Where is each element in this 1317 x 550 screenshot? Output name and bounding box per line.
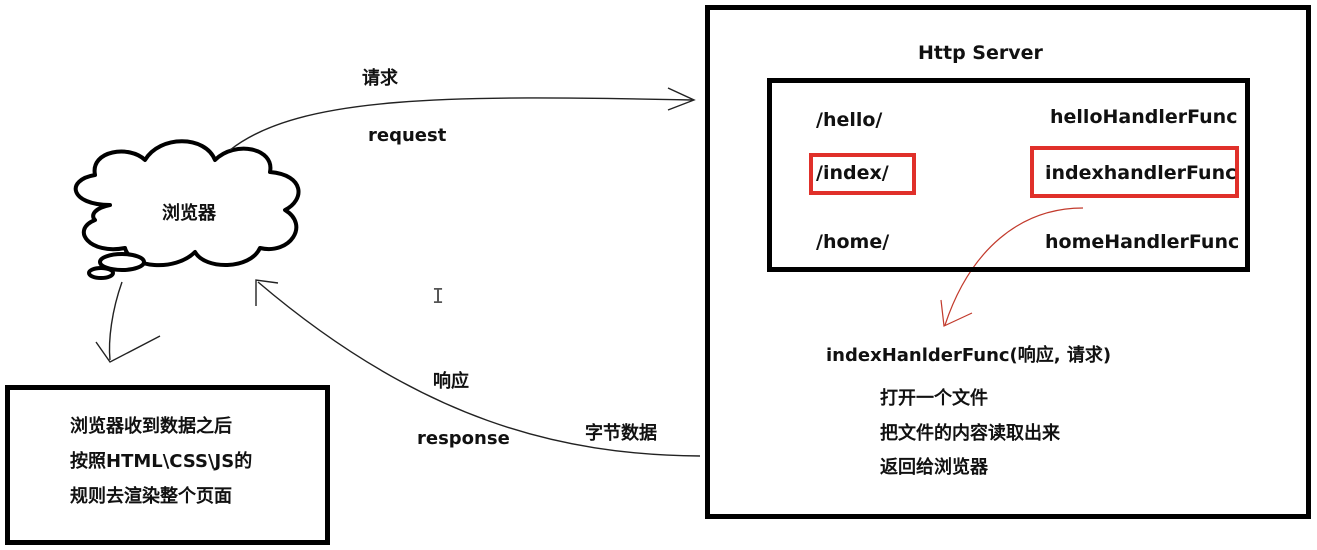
handler-step-2: 把文件的内容读取出来 [880, 423, 1060, 444]
render-note-box [5, 385, 330, 545]
text-cursor-icon: I [432, 284, 445, 308]
handler-step-3: 返回给浏览器 [880, 457, 988, 478]
route-path-hello: /hello/ [816, 109, 883, 131]
request-arrow [229, 87, 696, 151]
route-path-index-highlight [809, 153, 916, 195]
http-server-box [705, 5, 1311, 519]
route-handler-index: indexhandlerFunc [1045, 162, 1237, 184]
handler-step-1: 打开一个文件 [880, 388, 988, 409]
response-payload-label: 字节数据 [585, 423, 657, 444]
render-note-line-1: 浏览器收到数据之后 [70, 416, 232, 437]
route-path-index: /index/ [816, 162, 889, 184]
handler-signature: indexHanlderFunc(响应, 请求) [826, 345, 1112, 366]
response-arrow [255, 279, 701, 457]
render-note-line-3: 规则去渲染整个页面 [70, 486, 232, 507]
request-label-en: request [368, 125, 447, 146]
handler-arrow [940, 207, 1084, 327]
route-handler-index-highlight [1030, 146, 1239, 198]
request-label-cn: 请求 [362, 68, 398, 89]
render-note-line-2: 按照HTML\CSS\JS的 [70, 451, 253, 472]
response-label-cn: 响应 [433, 371, 469, 392]
browser-cloud-shape [73, 139, 301, 280]
response-label-en: response [417, 428, 510, 449]
route-table-box [767, 78, 1250, 272]
route-handler-hello: helloHandlerFunc [1050, 106, 1238, 128]
http-server-title: Http Server [918, 42, 1043, 64]
render-arrow [95, 281, 161, 363]
route-path-home: /home/ [816, 231, 890, 253]
route-handler-home: homeHandlerFunc [1045, 231, 1240, 253]
browser-label: 浏览器 [162, 203, 216, 224]
